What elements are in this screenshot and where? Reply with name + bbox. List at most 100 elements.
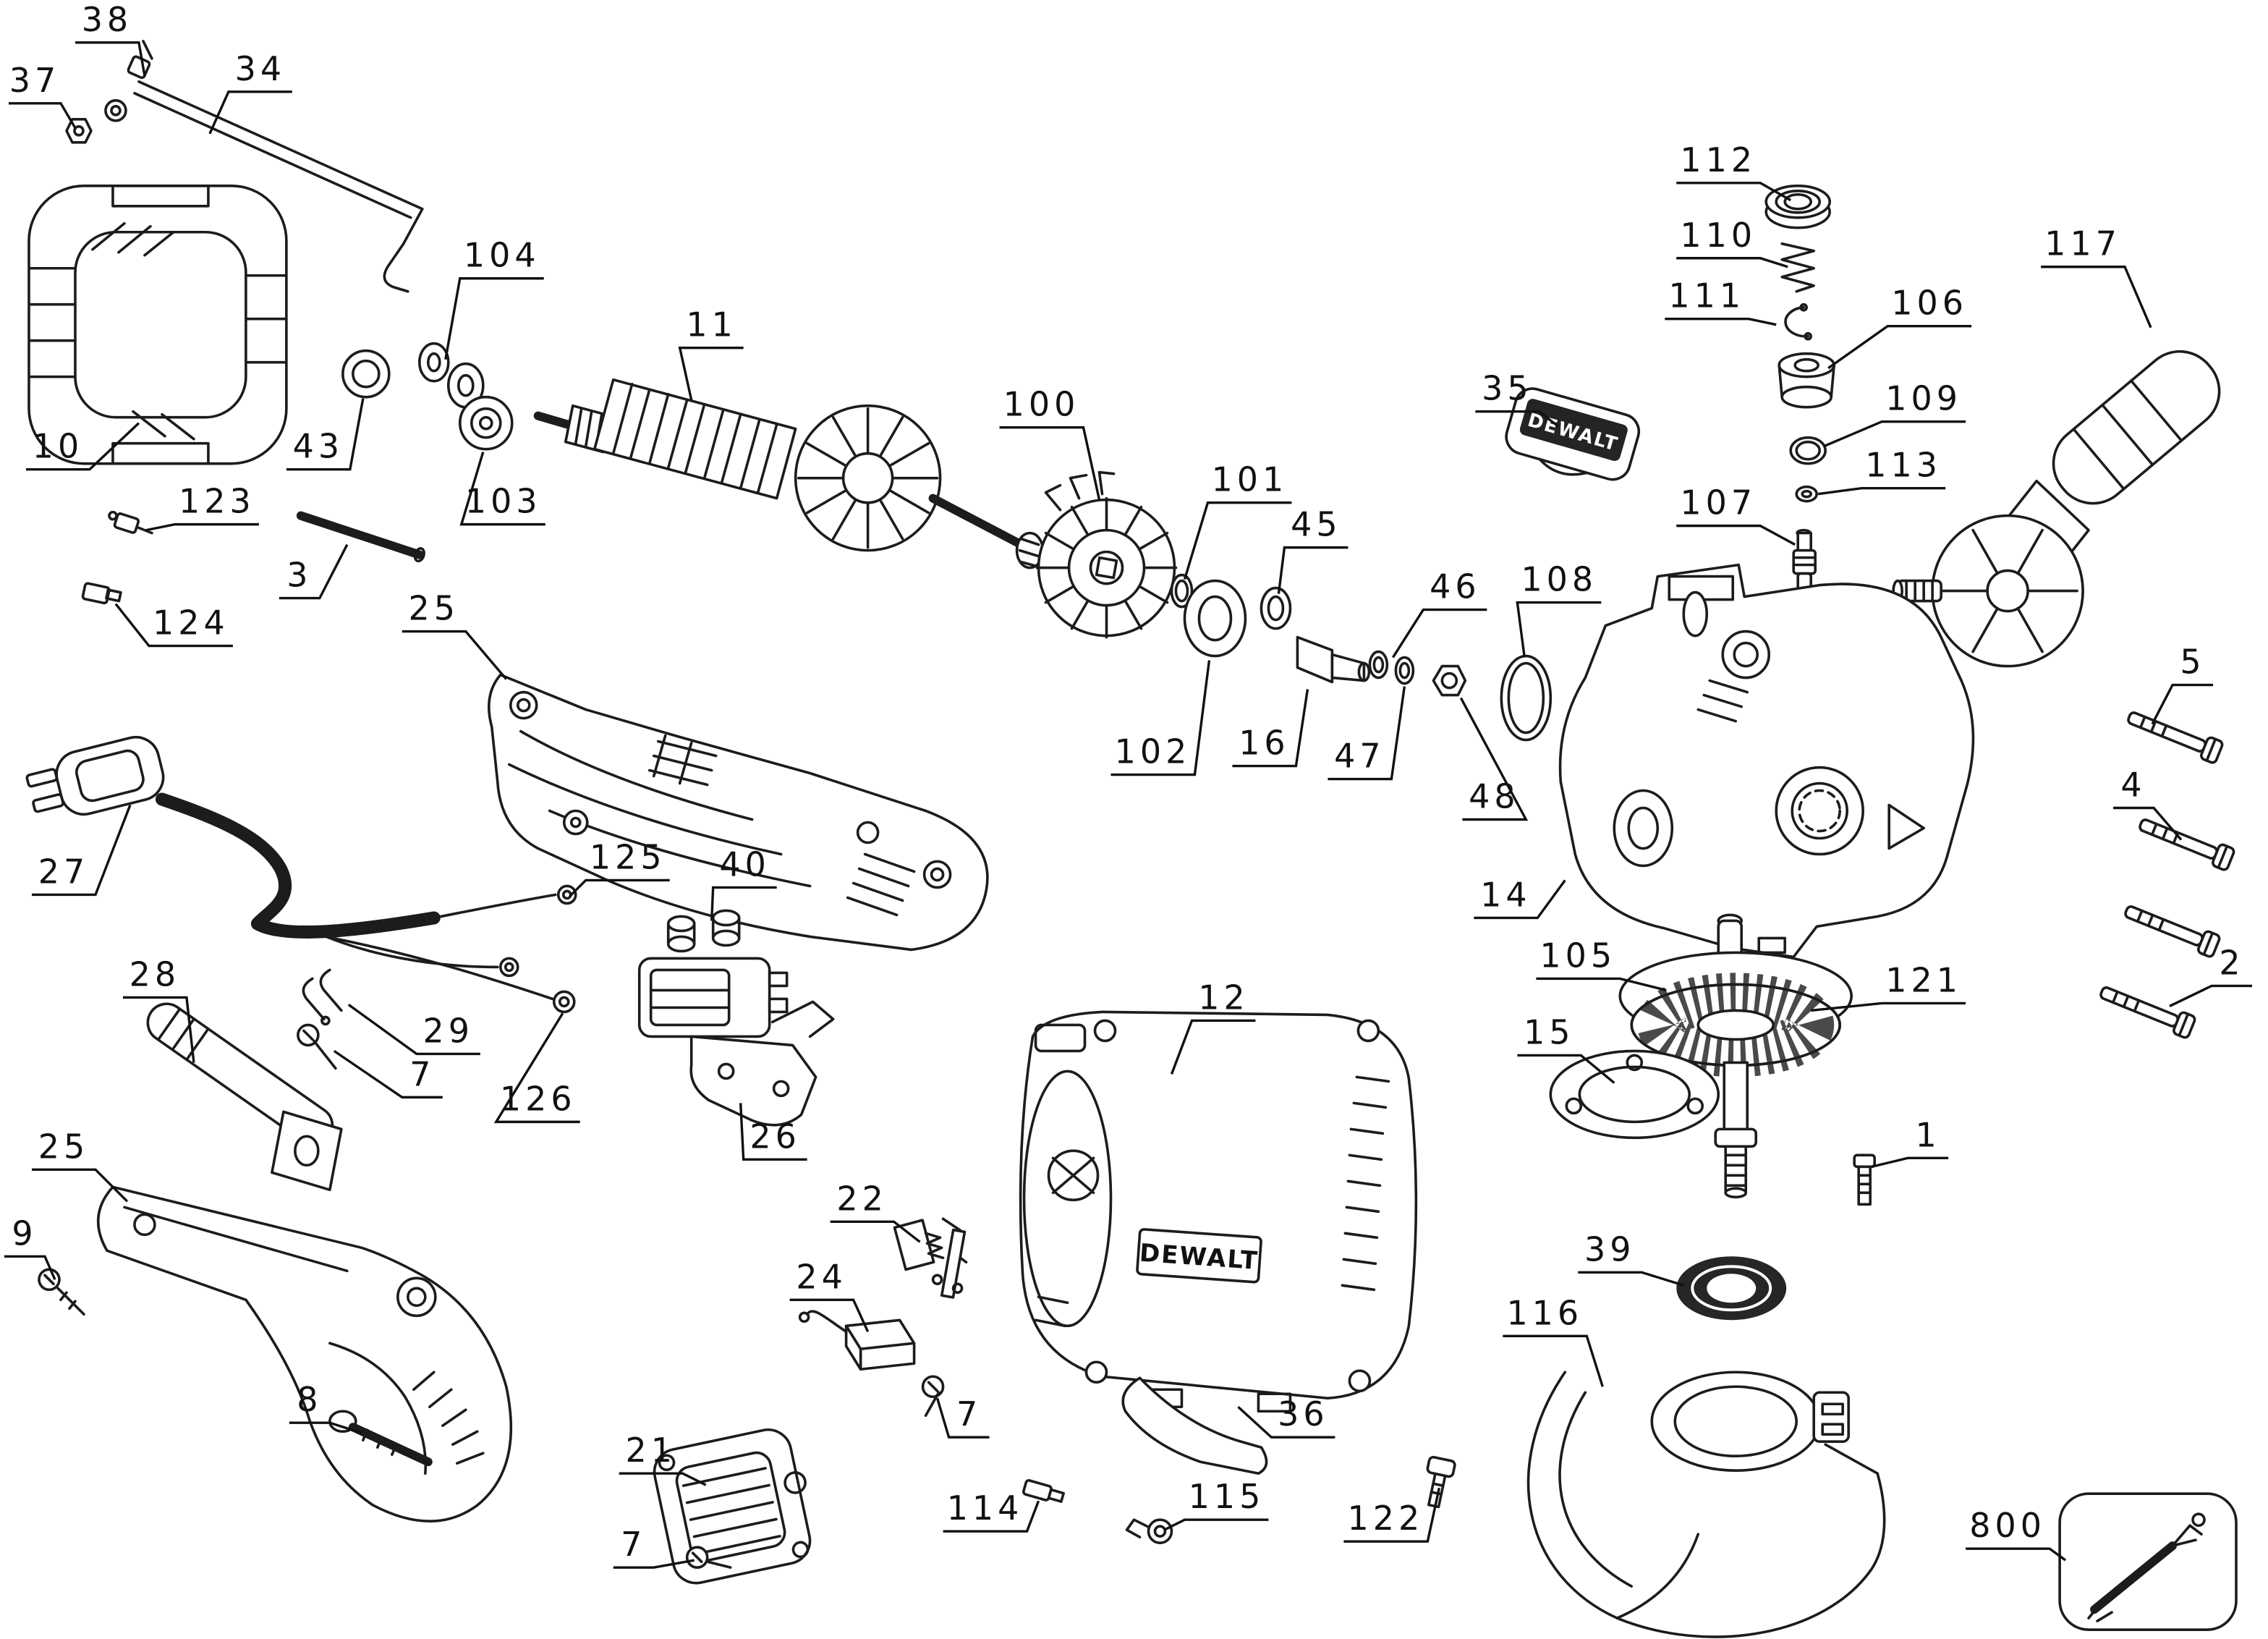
- part-number-label: 4: [2120, 766, 2146, 805]
- part-callout-47-27: 47: [1328, 686, 1406, 781]
- part-callout-12-41: 12: [1170, 978, 1256, 1075]
- part-number-label: 105: [1539, 936, 1616, 975]
- callout-leader-line: [1536, 977, 1667, 992]
- callout-leader-line: [1578, 1271, 1684, 1287]
- part-28-handle-bar: [146, 1002, 343, 1192]
- part-number-label: 106: [1891, 284, 1968, 323]
- part-3-pin: [296, 511, 425, 563]
- part-22-brush-holder: [893, 1217, 968, 1299]
- part-number-label: 116: [1506, 1293, 1583, 1332]
- part-callout-112-6: 112: [1676, 140, 1792, 202]
- part-21-vent-cover: [653, 1428, 812, 1585]
- callout-leader-line: [2041, 266, 2152, 329]
- part-callout-25-47: 25: [31, 1127, 129, 1203]
- part-callout-3-22: 3: [279, 543, 349, 600]
- part-callout-122-59: 122: [1343, 1487, 1441, 1543]
- part-25-inner-clamshell: [487, 673, 989, 952]
- part-number-label: 48: [1469, 777, 1520, 816]
- part-number-label: 39: [1584, 1229, 1636, 1269]
- part-16-spindle-bush: [1296, 635, 1371, 684]
- part-7-screw-a: [297, 1023, 337, 1070]
- part-number-label: 24: [796, 1257, 846, 1296]
- callout-leader-line: [613, 1559, 695, 1569]
- part-callout-24-50: 24: [789, 1257, 870, 1332]
- part-number-label: 14: [1480, 875, 1532, 914]
- part-number-label: 15: [1524, 1012, 1575, 1051]
- callout-leader-line: [1503, 1334, 1604, 1387]
- part-callout-111-8: 111: [1665, 276, 1777, 326]
- part-116-wheel-guard: [1526, 1371, 1886, 1638]
- part-callout-800-60: 800: [1966, 1506, 2067, 1562]
- part-callout-115-58: 115: [1163, 1477, 1269, 1531]
- part-callout-25-23: 25: [402, 589, 508, 680]
- callout-leader-line: [1328, 686, 1406, 781]
- part-callout-110-7: 110: [1676, 216, 1788, 268]
- part-112-bearing: [1764, 184, 1831, 229]
- part-800-wrench-kit: [2058, 1492, 2238, 1631]
- part-124-terminal: [81, 582, 122, 605]
- part-125-ring-terminal: [556, 884, 577, 905]
- part-number-label: 104: [464, 236, 540, 275]
- callout-leader-line: [1459, 697, 1529, 821]
- part-callout-10-18: 10: [25, 422, 140, 471]
- callout-leader-line: [145, 522, 259, 532]
- part-callout-38-0: 38: [75, 0, 146, 77]
- callout-leader-line: [1474, 879, 1566, 920]
- part-callout-43-19: 43: [286, 398, 365, 471]
- part-number-label: 7: [956, 1394, 982, 1433]
- part-7-screw-c: [685, 1546, 732, 1569]
- callout-leader-line: [31, 1168, 129, 1203]
- part-callout-106-9: 106: [1827, 284, 1972, 370]
- part-number-label: 103: [465, 482, 542, 521]
- part-113-washer: [1795, 485, 1818, 503]
- callout-leader-line: [1232, 689, 1309, 768]
- part-callout-29-37: 29: [347, 1004, 480, 1056]
- part-114-pin: [1022, 1479, 1065, 1503]
- part-39-bearing: [1676, 1256, 1787, 1321]
- part-1-screw: [1853, 1153, 1876, 1206]
- part-callout-37-1: 37: [8, 61, 77, 129]
- part-number-label: 101: [1212, 460, 1288, 499]
- part-101-ring: [1170, 573, 1194, 609]
- part-29-clip: [302, 968, 343, 1026]
- part-number-label: 107: [1680, 483, 1757, 522]
- part-callout-7-61: 7: [613, 1525, 695, 1569]
- part-number-label: 125: [590, 837, 666, 876]
- part-2-screw: [2099, 986, 2196, 1039]
- callout-leader-line: [1676, 524, 1796, 546]
- part-number-label: 22: [836, 1179, 888, 1218]
- part-number-label: 37: [9, 61, 61, 100]
- part-number-label: 100: [1003, 385, 1080, 424]
- callout-leader-line: [208, 90, 292, 135]
- part-123-terminal: [108, 510, 153, 535]
- callout-leader-line: [286, 398, 365, 471]
- callout-leader-line: [739, 1103, 807, 1161]
- part-24-carbon-brush: [798, 1310, 916, 1371]
- part-number-label: 46: [1430, 567, 1481, 606]
- part-callout-39-51: 39: [1578, 1229, 1684, 1287]
- part-5-screw: [2127, 711, 2224, 764]
- part-number-label: 21: [625, 1431, 676, 1470]
- callout-leader-line: [289, 1421, 362, 1434]
- part-callout-14-31: 14: [1474, 875, 1566, 920]
- part-callout-104-3: 104: [444, 236, 544, 360]
- callout-leader-line: [935, 1397, 990, 1439]
- callout-leader-line: [1811, 1001, 1966, 1012]
- part-callout-16-26: 16: [1232, 689, 1309, 768]
- callout-leader-line: [114, 603, 233, 648]
- callout-leader-line: [678, 347, 744, 401]
- part-callout-100-5: 100: [999, 385, 1101, 501]
- part-number-label: 7: [409, 1054, 435, 1093]
- part-number-label: 35: [1482, 369, 1533, 408]
- callout-leader-line: [710, 886, 777, 921]
- part-number-label: 27: [38, 852, 90, 891]
- part-callout-114-57: 114: [943, 1488, 1040, 1533]
- callout-leader-line: [1871, 1156, 1949, 1168]
- callout-leader-line: [943, 1500, 1040, 1533]
- callout-leader-line: [1163, 1518, 1269, 1531]
- part-number-label: 9: [12, 1214, 37, 1253]
- part-number-label: 25: [38, 1127, 90, 1166]
- part-37-nut: [65, 118, 93, 144]
- part-15-flange: [1549, 1049, 1720, 1140]
- part-number-label: 112: [1680, 140, 1757, 179]
